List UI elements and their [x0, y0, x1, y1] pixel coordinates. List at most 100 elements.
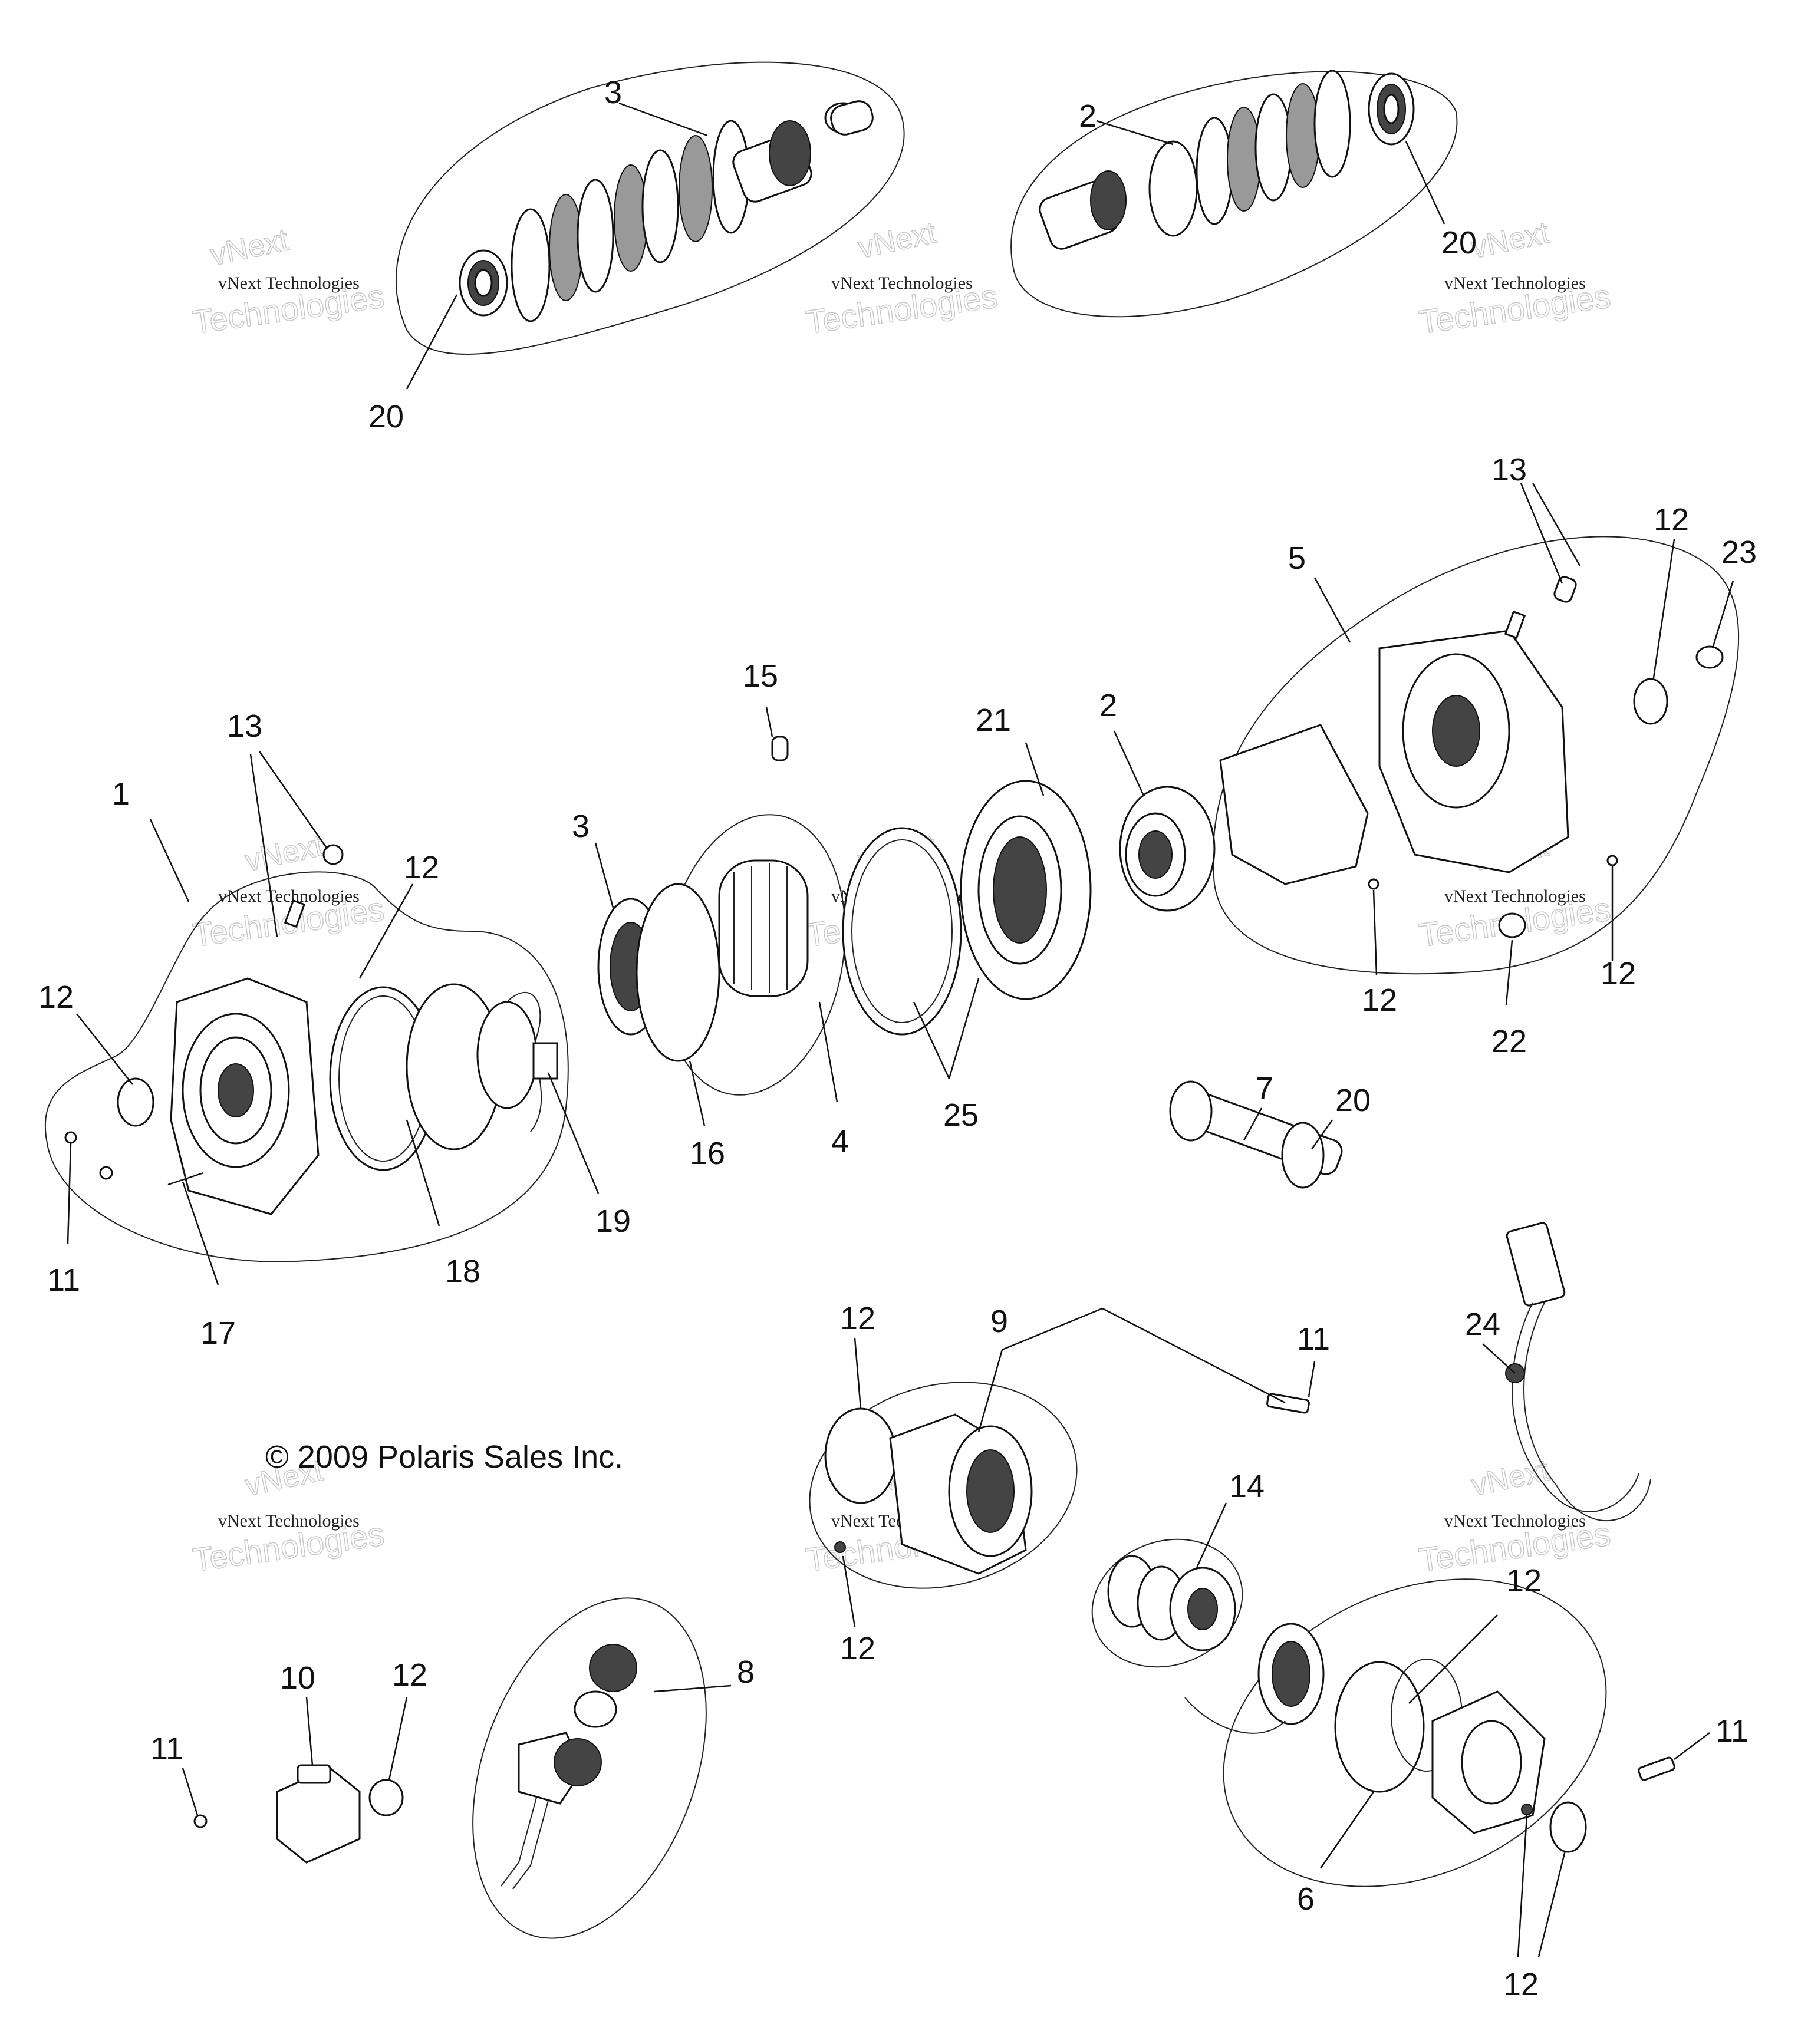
- watermark-text: vNext Technologies: [218, 273, 360, 293]
- part-pinion-8: [501, 1644, 637, 1890]
- part-housing-5: [1219, 576, 1724, 938]
- part-ring-gear-21: [960, 780, 1092, 1000]
- clutch-plate: [577, 179, 614, 293]
- callout-12-l1: 12: [404, 850, 439, 885]
- callout-11-a: 11: [47, 1262, 80, 1298]
- callout-17: 17: [200, 1316, 236, 1351]
- callout-6: 6: [1297, 1881, 1315, 1917]
- bolt-11: [193, 1814, 208, 1828]
- callout-10: 10: [280, 1660, 315, 1696]
- callout-12-b1: 12: [392, 1657, 427, 1693]
- stud-17: [167, 1172, 204, 1186]
- watermark-text: vNext Technologies: [1444, 273, 1586, 293]
- callout-3-mid: 3: [572, 809, 590, 844]
- callout-14: 14: [1229, 1469, 1265, 1504]
- coil-19: [476, 1001, 538, 1109]
- callout-12-m1: 12: [840, 1301, 875, 1336]
- callout-2-mid: 2: [1099, 688, 1117, 723]
- friction-disc: [679, 135, 713, 242]
- callout-7: 7: [1256, 1071, 1273, 1106]
- part-thrust-14: [1107, 1555, 1236, 1651]
- callout-12-r2: 12: [1362, 983, 1397, 1018]
- callout-13-right: 13: [1491, 452, 1527, 487]
- o-ring-12: [824, 1407, 897, 1504]
- callout-22: 22: [1491, 1024, 1527, 1059]
- group-outlines: [44, 61, 1740, 1939]
- outline-thrust-14: [1091, 1538, 1243, 1668]
- seal-12: [1549, 1801, 1587, 1853]
- outline-housing-1: [44, 871, 569, 1262]
- plate-16: [636, 883, 720, 1062]
- dowel-12: [1368, 878, 1379, 890]
- callout-20-a: 20: [1441, 225, 1477, 261]
- callout-16: 16: [690, 1136, 725, 1171]
- part-armature-3: [597, 883, 720, 1062]
- callout-labels: 3 2 20 20 13 12 23 5 15 21 2 13 1 12 3 1…: [38, 75, 1757, 2002]
- gear-hub: [1039, 170, 1127, 250]
- callout-12-m2: 12: [1506, 1563, 1542, 1598]
- part-pinion-shaft-7: [1169, 1080, 1343, 1189]
- callout-21: 21: [976, 703, 1011, 738]
- callout-5: 5: [1288, 540, 1306, 576]
- callout-23: 23: [1721, 535, 1757, 570]
- clutch-plate: [1196, 117, 1233, 225]
- callout-9: 9: [990, 1304, 1008, 1339]
- o-ring-12: [368, 1779, 404, 1816]
- breather-13: [284, 899, 306, 928]
- outline-clutch-pack-2: [1010, 71, 1458, 318]
- callout-12-r1: 12: [1654, 502, 1689, 538]
- callout-20-b: 20: [368, 399, 404, 434]
- clutch-plate: [1313, 70, 1351, 178]
- part-cover-6: [1184, 1623, 1675, 1853]
- leader-lines: [67, 102, 1734, 1957]
- bolt-11: [1638, 1756, 1675, 1781]
- callout-15: 15: [743, 658, 778, 694]
- washer: [99, 1166, 113, 1180]
- breather-13: [1553, 576, 1577, 603]
- part-roller-cage-4: [718, 859, 809, 997]
- seal-12: [117, 1077, 154, 1127]
- bearing-20-a: [459, 249, 508, 317]
- copyright-notice: © 2009 Polaris Sales Inc.: [265, 1439, 623, 1475]
- cap-13: [322, 844, 344, 865]
- watermark-text: vNext Technologies: [218, 886, 360, 906]
- callout-12-l2: 12: [38, 980, 74, 1015]
- watermark-vnext: vNext: [855, 216, 940, 265]
- callout-12-r3: 12: [1601, 956, 1636, 991]
- bushing-body: [830, 100, 874, 136]
- callout-2-top: 2: [1079, 98, 1097, 134]
- callout-12-b2: 12: [1503, 1967, 1539, 2002]
- watermark-vnext: vNext: [242, 829, 327, 878]
- callout-8: 8: [737, 1654, 755, 1690]
- clutch-plate: [641, 149, 679, 263]
- dowel-12: [1606, 855, 1618, 866]
- part-bearing-2: [1119, 786, 1216, 912]
- pressure-plate: [1148, 140, 1198, 237]
- parts: [64, 70, 1724, 1890]
- callout-11-c: 11: [150, 1731, 183, 1766]
- part-housing-9: [824, 1393, 1310, 1575]
- outline-housing-5: [1212, 536, 1740, 975]
- callout-4: 4: [831, 1124, 849, 1159]
- callout-19: 19: [595, 1204, 631, 1239]
- pin-15: [771, 736, 789, 761]
- part-clutch-pack-2: [1039, 70, 1415, 250]
- clutch-plate: [511, 208, 551, 322]
- clutch-plate: [1254, 93, 1292, 202]
- callout-20-c: 20: [1335, 1083, 1371, 1118]
- part-clutch-pack-3: [459, 100, 874, 322]
- bearing-20-c: [1281, 1122, 1325, 1189]
- callout-12-m3: 12: [840, 1631, 875, 1666]
- watermark-vnext: vNext: [1468, 216, 1553, 265]
- fitting-13: [1504, 610, 1526, 639]
- outline-cover-6: [1223, 1578, 1607, 1887]
- part-actuator-10: [193, 1764, 404, 1864]
- dowel-12: [834, 1541, 846, 1553]
- callout-24: 24: [1465, 1307, 1500, 1342]
- callout-13-left: 13: [227, 708, 262, 744]
- part-housing-1: [64, 844, 558, 1215]
- plug-23: [1695, 645, 1724, 669]
- callout-1: 1: [112, 776, 130, 812]
- part-armature-25: [842, 827, 962, 1036]
